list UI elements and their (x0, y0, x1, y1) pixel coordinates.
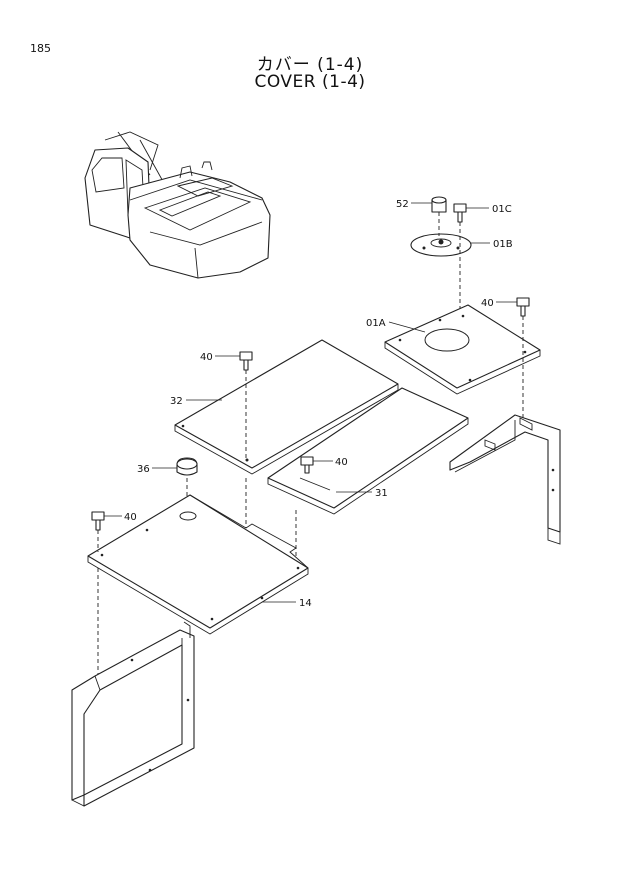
excavator-overview-sketch (84, 131, 271, 279)
callout-01a: 01A (366, 318, 386, 329)
part-32-cover (174, 339, 399, 475)
part-01a-cover-plate (384, 304, 541, 395)
part-01c-bolt (453, 203, 467, 312)
callout-32: 32 (170, 396, 183, 407)
right-bracket-frame (449, 414, 561, 545)
callout-31: 31 (375, 488, 388, 499)
part-14-floor-plate (87, 494, 309, 635)
callout-40-upper-left: 40 (200, 352, 213, 363)
callout-14: 14 (299, 598, 312, 609)
part-01b-plate (410, 233, 472, 257)
leader-line (388, 321, 426, 333)
callout-40-middle: 40 (335, 457, 348, 468)
part-52-nut (431, 196, 447, 236)
part-40-bolt-upper-left (239, 351, 253, 458)
part-40-bolt-left (91, 511, 105, 678)
page-title-english: COVER (1-4) (254, 72, 366, 92)
left-side-frame (71, 621, 195, 807)
callout-40-upper-right: 40 (481, 298, 494, 309)
callout-40-left: 40 (124, 512, 137, 523)
page-title-japanese: カバー (1-4) (256, 55, 364, 75)
part-31-cover (267, 387, 469, 515)
callout-01b: 01B (493, 239, 513, 250)
page-number: 185 (30, 42, 51, 55)
callout-01c: 01C (492, 204, 512, 215)
callout-52: 52 (396, 199, 409, 210)
part-40-bolt-middle (300, 456, 314, 474)
callout-36: 36 (137, 464, 150, 475)
part-40-bolt-upper-right (516, 297, 530, 420)
